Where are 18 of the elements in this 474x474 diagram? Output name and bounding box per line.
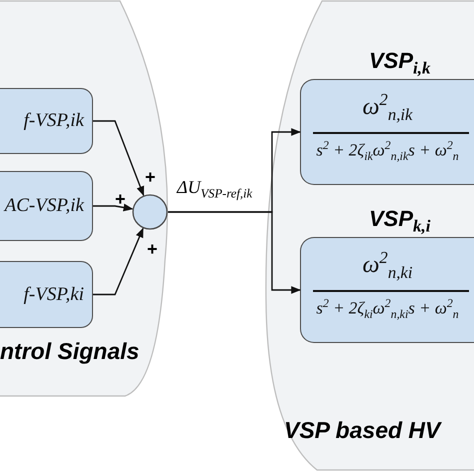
signal-block [0,171,93,241]
signal-block [0,88,93,154]
block-heading: VSP$_{k,i}$ [369,206,431,236]
panel-title: VSP based HV [284,417,440,444]
arrow [93,228,144,296]
signal-name: f-VSP,ik [24,110,84,132]
arrow [93,204,134,212]
edge-label: ΔU$_{VSP-ref,ik}$ [177,178,252,202]
sign-label: + [115,190,126,208]
sign-label: + [145,168,156,186]
panel-title: ntrol Signals [0,338,140,365]
signal-name: f-VSP,ki [24,284,84,306]
block-heading: VSP$_{i,k}$ [369,48,431,78]
signal-name: AC-VSP,ik [4,195,84,217]
signal-block [0,261,93,328]
arrow [93,120,144,196]
arrow [168,211,301,294]
sign-label: + [147,240,158,258]
